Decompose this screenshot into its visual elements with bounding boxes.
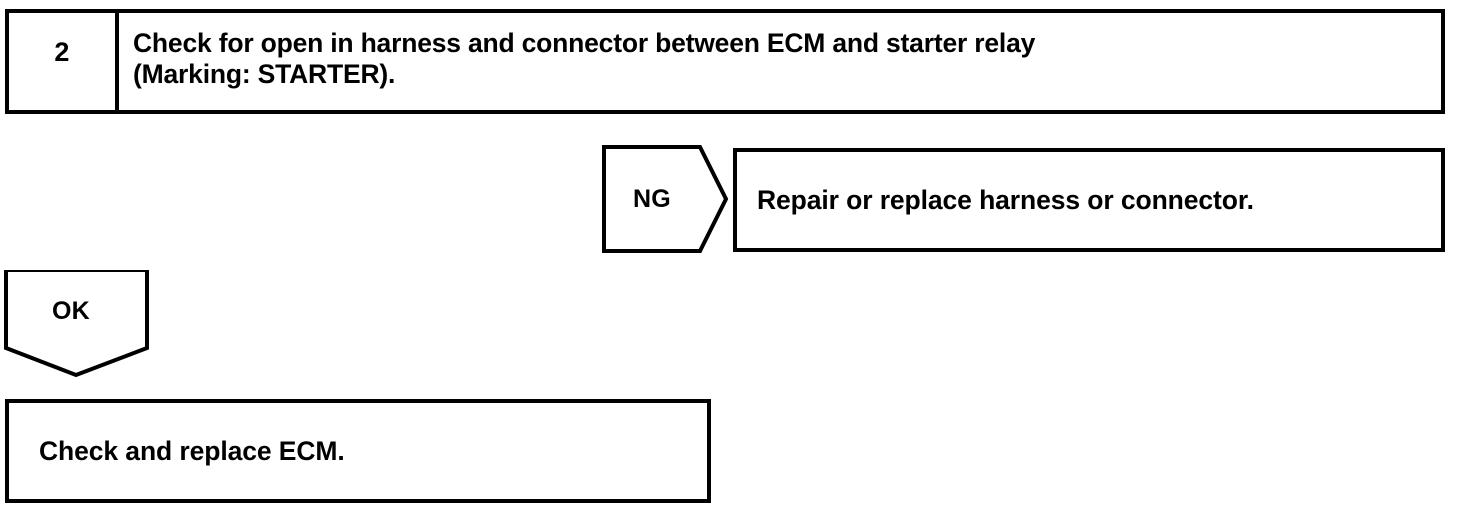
step-instruction-line-1: Check for open in harness and connector … [133, 28, 1036, 58]
step-row: 2 Check for open in harness and connecto… [5, 9, 1445, 114]
pentagon-right-icon [602, 145, 728, 253]
step-instruction-cell: Check for open in harness and connector … [119, 13, 1441, 110]
ng-result-text: Repair or replace harness or connector. [757, 184, 1254, 215]
step-instruction-line-2: (Marking: STARTER). [133, 59, 396, 89]
ng-branch-label: NG [633, 184, 671, 213]
pentagon-down-icon [4, 270, 149, 378]
step-number-cell: 2 [9, 13, 119, 110]
ok-branch-pentagon: OK [4, 270, 149, 378]
ok-result-box: Check and replace ECM. [5, 399, 711, 503]
step-number: 2 [54, 37, 70, 67]
ok-result-text: Check and replace ECM. [39, 435, 345, 466]
ng-branch-pentagon: NG [602, 145, 728, 253]
ok-branch-label: OK [52, 296, 90, 325]
ng-result-box: Repair or replace harness or connector. [733, 148, 1445, 252]
